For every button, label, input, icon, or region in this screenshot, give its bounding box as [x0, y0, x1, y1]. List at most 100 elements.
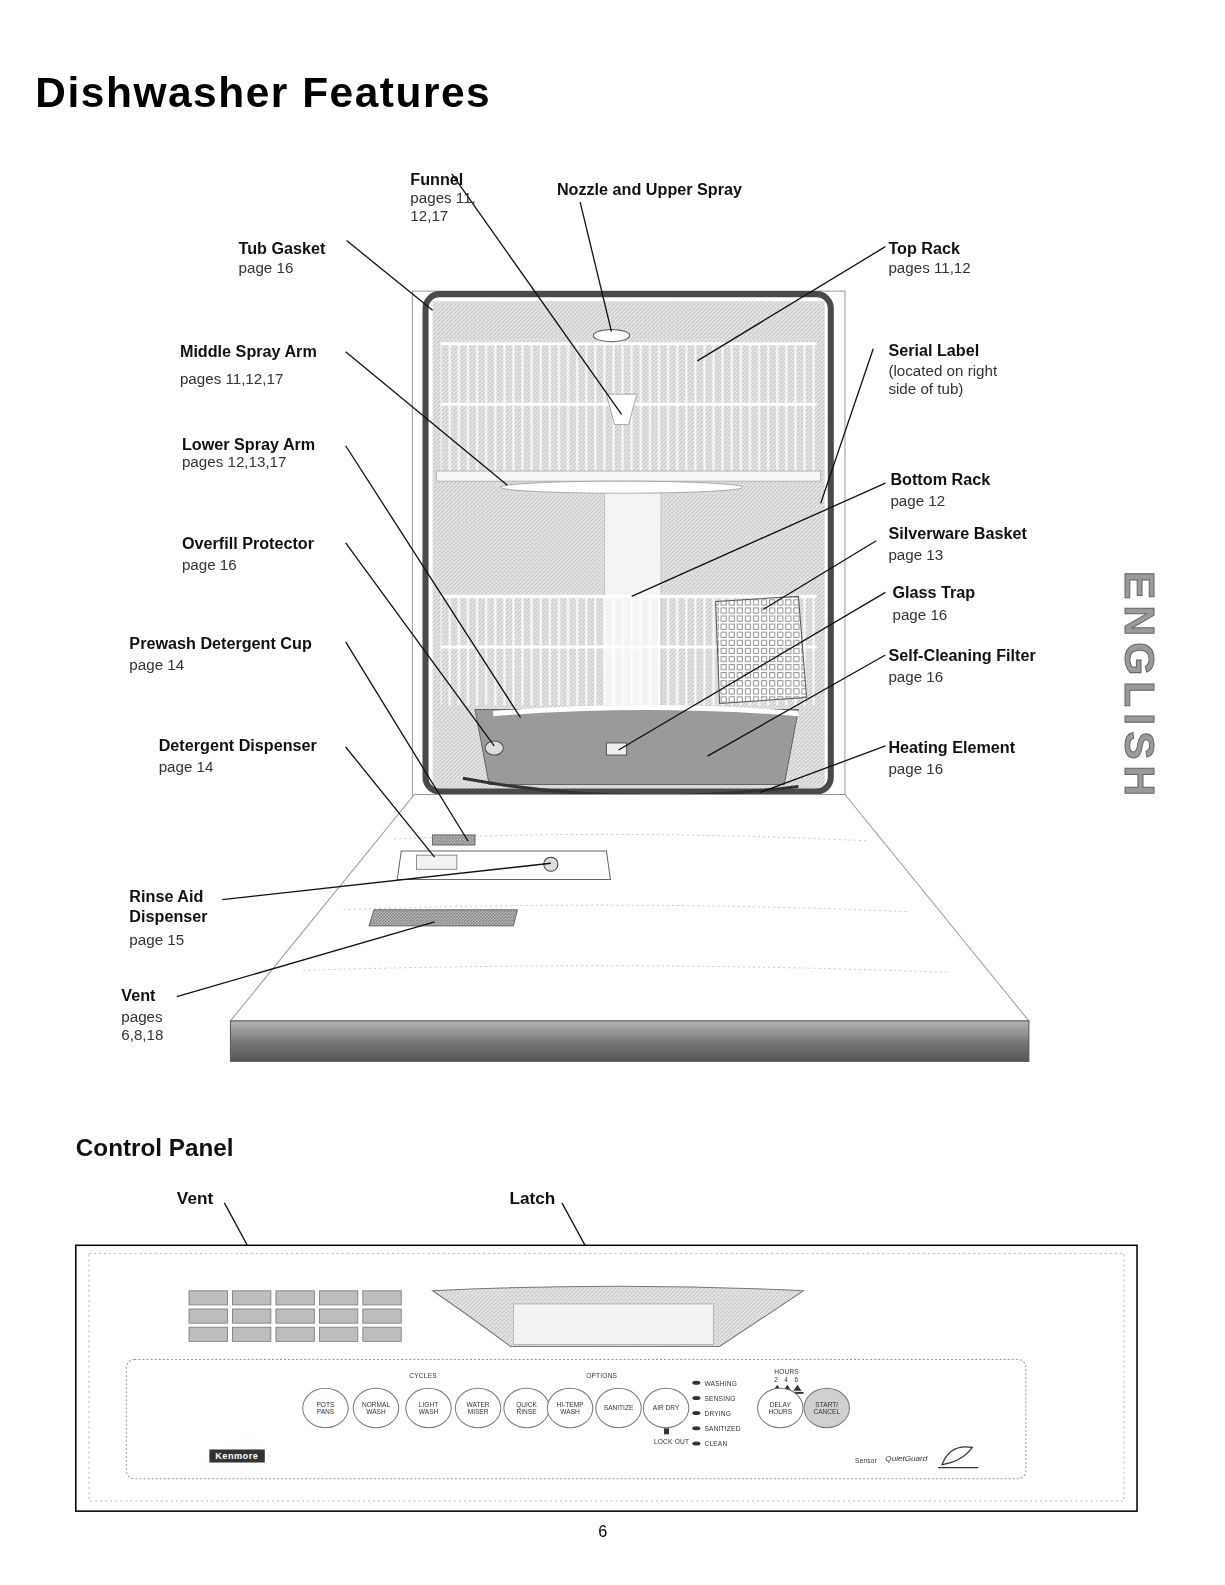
page-ref: page 13 [888, 546, 943, 564]
art-path [619, 592, 886, 750]
art-path [793, 1385, 801, 1391]
control-button: WATER MISER [455, 1388, 501, 1428]
page-ref: page 16 [892, 605, 947, 623]
section-heading: Control Panel [76, 1133, 234, 1163]
art-rect [664, 1428, 669, 1434]
art-ellipse [692, 1381, 700, 1385]
art-path [697, 247, 885, 361]
page-ref: page 16 [888, 760, 943, 778]
panel-vent [189, 1291, 401, 1342]
page-ref: pages 12,13,17 [182, 453, 287, 471]
button-text: SANITIZE [601, 1404, 635, 1412]
control-button: LIGHT WASH [405, 1388, 451, 1428]
part-name: Silverware Basket [888, 524, 1026, 544]
group-label: HOURS [774, 1368, 799, 1376]
control-button: HI-TEMP WASH [547, 1388, 593, 1428]
art-rect [232, 1327, 270, 1341]
latch-handle [433, 1286, 804, 1346]
part-name: Bottom Rack [890, 470, 990, 490]
art-path [222, 863, 550, 899]
page-ref: page 16 [239, 259, 294, 277]
part-name: Lower Spray Arm [182, 435, 315, 455]
group-label: CYCLES [409, 1372, 437, 1380]
button-text: WATER MISER [461, 1400, 495, 1415]
art-rect [319, 1309, 357, 1323]
part-name: Prewash Detergent Cup [129, 634, 311, 654]
art-rect [363, 1327, 401, 1341]
art-path [346, 747, 435, 857]
door-front [230, 1021, 1028, 1061]
page-ref: page 16 [888, 668, 943, 686]
art-path [346, 543, 495, 746]
glass-trap [606, 743, 626, 755]
panel-strip [126, 1360, 1026, 1479]
leader-lines [177, 174, 886, 1296]
part-name: Vent [121, 986, 155, 1006]
page-title: Dishwasher Features [35, 67, 491, 119]
part-name: Serial Label [888, 341, 979, 361]
tub-interior [433, 301, 825, 791]
art-path [346, 642, 468, 841]
art-rect [276, 1309, 314, 1323]
button-text: START/ CANCEL [810, 1400, 844, 1415]
page-ref: pages 11,12 [888, 259, 970, 277]
part-name: Middle Spray Arm [180, 342, 317, 362]
part-name: Funnel [410, 170, 463, 190]
button-text: DELAY HOURS [763, 1400, 797, 1415]
art-path [346, 446, 521, 718]
part-name: Rinse Aid Dispenser [129, 886, 230, 925]
cabinet [412, 291, 845, 796]
bottom-rack [441, 596, 817, 705]
status-label: SANITIZED [704, 1425, 740, 1433]
art-rect [363, 1309, 401, 1323]
art-path [763, 541, 876, 610]
detergent-cup [416, 855, 456, 869]
button-text: LIGHT WASH [411, 1400, 445, 1415]
middle-spray-arm [500, 481, 743, 493]
part-name: Self-Cleaning Filter [888, 646, 1035, 666]
control-button: AIR DRY [643, 1388, 689, 1428]
art-rect [189, 1327, 227, 1341]
control-button: NORMAL WASH [353, 1388, 399, 1428]
art-path [760, 746, 885, 792]
art-path [177, 922, 435, 997]
control-button: POTS PANS [302, 1388, 348, 1428]
page-ref: pages 11,12,17 [180, 370, 283, 388]
part-name: Heating Element [888, 738, 1015, 758]
page-ref: pages 6,8,18 [121, 1008, 182, 1045]
brand-text: QuietGuard [885, 1454, 927, 1464]
latch-recess [513, 1304, 713, 1344]
status-label: SENSING [704, 1395, 735, 1403]
page-ref: page 16 [182, 556, 237, 574]
hour-value: 2 [774, 1376, 778, 1384]
art-path [580, 202, 611, 331]
part-name: Vent [177, 1189, 213, 1210]
art-path [346, 352, 508, 485]
sump [475, 710, 798, 785]
panel-frame [76, 1245, 1137, 1511]
brand-logo: Kenmore [209, 1449, 264, 1462]
hour-value: 6 [794, 1376, 798, 1384]
option-label: LOCK OUT [654, 1438, 689, 1446]
art-rect [232, 1309, 270, 1323]
art-path [347, 241, 433, 311]
page-number: 6 [598, 1522, 607, 1542]
button-text: HI-TEMP WASH [553, 1400, 587, 1415]
brand-text: Sensor [855, 1457, 877, 1465]
control-button: SANITIZE [595, 1388, 641, 1428]
art-ellipse [692, 1441, 700, 1445]
note: (located on right side of tub) [888, 362, 1027, 399]
art-rect [319, 1291, 357, 1305]
control-button: START/ CANCEL [804, 1388, 850, 1428]
page-ref: page 15 [129, 931, 184, 949]
art-ellipse [692, 1396, 700, 1400]
art-rect [189, 1291, 227, 1305]
button-text: QUICK RINSE [509, 1400, 543, 1415]
indicator-lights [322, 1381, 803, 1446]
page-ref: page 14 [159, 758, 214, 776]
button-text: POTS PANS [308, 1400, 342, 1415]
page-ref: pages 11, 12,17 [410, 189, 483, 226]
silverware-basket [716, 596, 807, 703]
